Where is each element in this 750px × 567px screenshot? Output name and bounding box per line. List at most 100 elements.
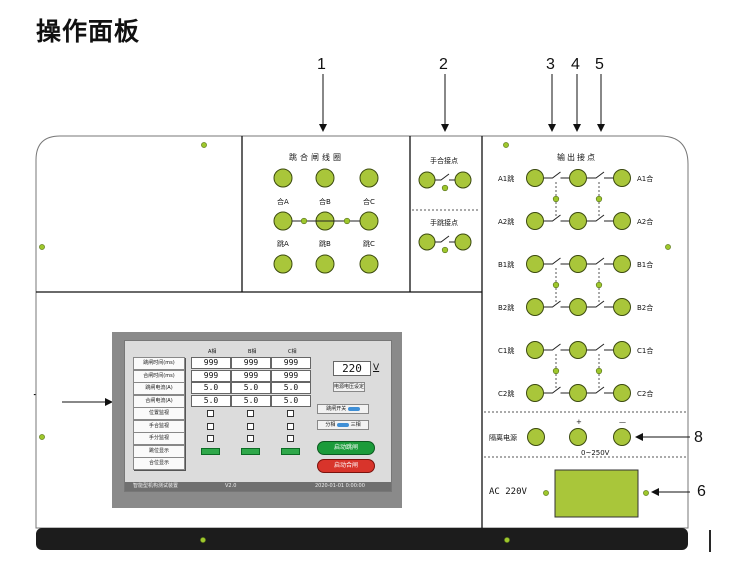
output-heading: 输出接点 [557,153,597,162]
contact-dot [552,195,560,203]
col-head-b: B相 [248,349,257,355]
callout-4: 4 [571,56,580,73]
phase-split-label: 分相 [325,422,336,428]
voltage-unit: V [373,363,380,373]
callout-2: 2 [439,56,448,73]
contact-switch [544,214,569,222]
close-c-label: 合C [363,198,375,206]
lcd-row-label: 合闸时间(ms) [133,369,185,383]
contact-switch [544,171,569,179]
output-right-label: B2合 [637,304,654,312]
contact-switch [587,386,613,394]
lcd-value[interactable]: 999 [191,357,231,369]
trip-a-label: 跳A [277,240,289,248]
phase-three-label: 三相 [350,422,361,428]
minus-label: — [619,418,626,426]
lcd-row-label[interactable]: 跳位显示 [133,444,185,458]
trip-b-label: 跳B [319,240,331,248]
output-left-label: B1跳 [498,261,515,269]
lcd-value[interactable]: 5.0 [231,394,271,407]
output-knob[interactable] [526,341,544,359]
contact-dot [552,281,560,289]
coil-knobs [273,168,379,274]
lcd-value[interactable]: 999 [271,357,311,369]
lcd-row-label[interactable]: 位置监视 [133,407,185,420]
lcd-value[interactable]: 999 [271,369,311,382]
output-knob[interactable] [526,212,544,230]
ac-label: AC 220V [489,487,527,497]
lcd-value[interactable]: 5.0 [191,394,231,407]
lcd-value[interactable]: 999 [231,357,271,369]
lcd-row-label[interactable]: 合位显示 [133,457,185,470]
lcd-value[interactable]: 5.0 [271,382,311,394]
lcd-row-label[interactable]: 手合监视 [133,419,185,433]
footer-version: V2.0 [225,483,237,489]
output-knob[interactable] [613,341,631,359]
output-knob[interactable] [569,298,587,316]
isolated-power-knobs [527,428,631,446]
coil-heading: 跳合闸线圈 [289,153,344,162]
lcd-value[interactable]: 999 [191,369,231,382]
lcd-value[interactable]: 999 [231,369,271,382]
lcd-value[interactable]: 5.0 [271,394,311,407]
start-close-button[interactable]: 启动合闸 [317,459,375,473]
phase-mode-toggle[interactable]: 分相 三相 [317,420,369,430]
status-indicator [207,422,214,430]
output-left-label: A1跳 [498,175,515,183]
output-knob[interactable] [613,169,631,187]
output-contact-grid [526,169,631,402]
lcd-value[interactable]: 5.0 [191,382,231,394]
output-knob[interactable] [526,298,544,316]
output-left-label: A2跳 [498,218,515,226]
output-knob[interactable] [613,384,631,402]
contact-dot [595,281,603,289]
mounting-dots [39,142,671,543]
output-knob[interactable] [569,169,587,187]
output-knob[interactable] [569,212,587,230]
output-knob[interactable] [613,298,631,316]
start-trip-button[interactable]: 启动跳闸 [317,441,375,455]
position-indicator [281,447,300,455]
status-indicator [247,410,254,417]
contact-switch [587,214,613,222]
range-label: 0~250V [581,449,610,457]
voltage-display: 220 [333,361,371,376]
callout-6: 6 [697,483,706,500]
status-indicator [287,410,294,417]
output-right-label: B1合 [637,261,654,269]
contact-switch [544,343,569,351]
output-knob[interactable] [526,169,544,187]
status-indicator [247,422,254,430]
output-knob[interactable] [569,384,587,402]
lcd-value[interactable]: 5.0 [231,382,271,394]
status-indicator [207,435,214,442]
status-indicator [207,410,214,417]
trip-switch-label: 跳闸开关 [326,406,347,412]
manual-trip-label: 手跳接点 [430,219,458,227]
position-indicator [201,447,220,455]
output-knob[interactable] [569,255,587,273]
output-knob[interactable] [613,255,631,273]
toggle-knob-icon [347,406,360,411]
contact-switch [544,257,569,265]
output-left-label: B2跳 [498,304,515,312]
callout-1: 1 [317,56,326,73]
output-knob[interactable] [526,255,544,273]
output-knob[interactable] [613,212,631,230]
col-head-a: A相 [208,349,217,355]
lcd-row-label: 跳闸电流(A) [133,382,185,395]
plus-label: + [576,418,582,426]
position-indicator [241,447,260,455]
output-knob[interactable] [526,384,544,402]
lcd-row-label[interactable]: 手分监视 [133,432,185,445]
contact-switch [587,257,613,265]
manual-contacts [418,171,472,251]
status-indicator [287,435,294,442]
output-right-label: A1合 [637,175,654,183]
trip-switch-toggle[interactable]: 跳闸开关 [317,404,369,414]
output-knob[interactable] [569,341,587,359]
voltage-set-button[interactable]: 电源电压设定 [333,382,365,392]
output-left-label: C2跳 [498,390,515,398]
close-b-label: 合B [319,198,331,206]
